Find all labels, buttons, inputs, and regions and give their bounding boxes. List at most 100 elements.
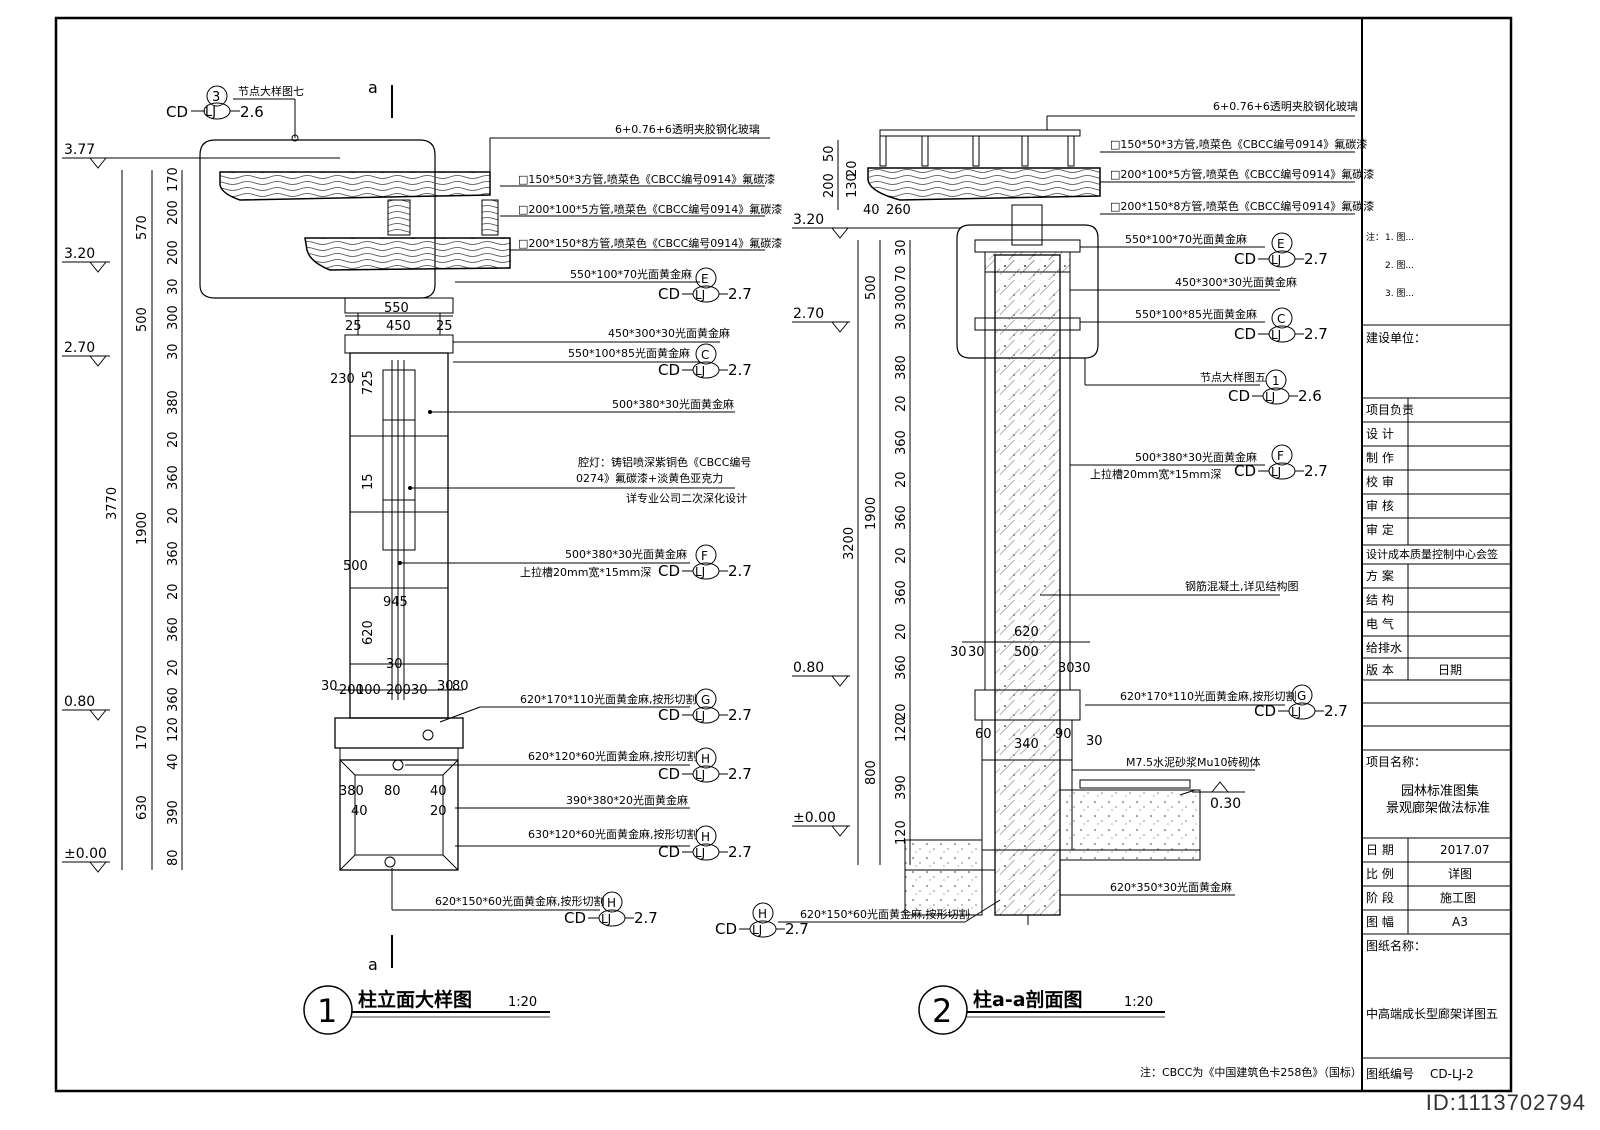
svg-text:620: 620 — [1014, 625, 1039, 640]
svg-text:20: 20 — [166, 583, 181, 600]
svg-text:LJ: LJ — [601, 912, 611, 926]
svg-text:620*150*60光面黄金麻,按形切割: 620*150*60光面黄金麻,按形切割 — [435, 894, 604, 908]
svg-text:80: 80 — [452, 679, 469, 694]
svg-text:E: E — [1277, 237, 1285, 251]
svg-text:2.7: 2.7 — [1304, 250, 1328, 268]
svg-text:CD: CD — [1234, 462, 1256, 480]
svg-text:G: G — [701, 693, 710, 707]
svg-text:2.70: 2.70 — [793, 306, 824, 322]
svg-text:500*380*30光面黄金麻: 500*380*30光面黄金麻 — [612, 397, 734, 411]
section-level-marks: 3.20 2.70 0.80 ±0.00 0.30 — [792, 212, 1245, 837]
svg-text:20: 20 — [166, 507, 181, 524]
svg-text:200: 200 — [822, 173, 837, 198]
svg-text:25: 25 — [436, 319, 453, 334]
svg-text:360: 360 — [166, 541, 181, 566]
svg-text:CD: CD — [658, 765, 680, 783]
svg-text:园林标准图集: 园林标准图集 — [1401, 783, 1479, 799]
svg-text:550*100*70光面黄金麻: 550*100*70光面黄金麻 — [570, 267, 692, 281]
svg-text:0.80: 0.80 — [64, 694, 95, 710]
svg-text:比 例: 比 例 — [1366, 867, 1394, 881]
svg-text:2.7: 2.7 — [728, 765, 752, 783]
title-block: 注： 1. 图... 2. 图... 3. 图... 建设单位： 项目负责 设 … — [1362, 231, 1511, 1081]
footnote: 注：CBCC为《中国建筑色卡258色》（国标） — [1140, 1065, 1362, 1079]
column-section-drawing: 3.20 2.70 0.80 ±0.00 0.30 50 200 130 20 … — [715, 99, 1374, 1035]
svg-text:结 构: 结 构 — [1366, 592, 1394, 607]
svg-text:500: 500 — [343, 559, 368, 574]
svg-text:30: 30 — [1086, 734, 1103, 749]
svg-text:F: F — [1277, 449, 1284, 463]
svg-text:620*170*110光面黄金麻,按形切割: 620*170*110光面黄金麻,按形切割 — [520, 692, 696, 706]
svg-text:CD: CD — [658, 706, 680, 724]
svg-text:1:20: 1:20 — [508, 995, 537, 1010]
svg-text:30: 30 — [1058, 661, 1075, 676]
svg-text:450*300*30光面黄金麻: 450*300*30光面黄金麻 — [1175, 275, 1297, 289]
svg-text:图纸名称：: 图纸名称： — [1366, 938, 1426, 953]
svg-text:570: 570 — [135, 215, 150, 240]
svg-text:2.6: 2.6 — [240, 103, 264, 121]
svg-text:CD: CD — [564, 909, 586, 927]
vertical-dimensions: 3770 570 500 1900 170 630 170 200 200 30… — [105, 167, 183, 870]
svg-text:电 气: 电 气 — [1366, 616, 1394, 631]
svg-text:CD: CD — [1234, 250, 1256, 268]
svg-text:景观廊架做法标准: 景观廊架做法标准 — [1386, 800, 1490, 816]
svg-text:20: 20 — [894, 623, 909, 640]
svg-text:2.7: 2.7 — [728, 843, 752, 861]
svg-text:版 本: 版 本 — [1366, 663, 1394, 677]
svg-text:80: 80 — [166, 849, 181, 866]
svg-text:6+0.76+6透明夹胶钢化玻璃: 6+0.76+6透明夹胶钢化玻璃 — [615, 122, 760, 136]
svg-text:390: 390 — [166, 800, 181, 825]
svg-text:300: 300 — [166, 305, 181, 330]
svg-text:2.7: 2.7 — [634, 909, 658, 927]
svg-text:550*100*85光面黄金麻: 550*100*85光面黄金麻 — [1135, 307, 1257, 321]
svg-text:100: 100 — [356, 683, 381, 698]
svg-text:H: H — [701, 830, 710, 844]
svg-text:上拉槽20mm宽*15mm深: 上拉槽20mm宽*15mm深 — [520, 565, 651, 579]
svg-text:360: 360 — [894, 655, 909, 680]
svg-text:20: 20 — [894, 395, 909, 412]
svg-text:390*380*20光面黄金麻: 390*380*20光面黄金麻 — [566, 793, 688, 807]
upper-beam — [219, 171, 511, 271]
svg-text:2.7: 2.7 — [785, 920, 809, 938]
svg-text:项目负责: 项目负责 — [1366, 403, 1414, 417]
svg-text:2.7: 2.7 — [728, 706, 752, 724]
svg-text:LJ: LJ — [695, 846, 705, 860]
svg-text:630*120*60光面黄金麻,按形切割: 630*120*60光面黄金麻,按形切割 — [528, 827, 697, 841]
svg-text:节点大样图五: 节点大样图五 — [1200, 370, 1266, 384]
svg-text:CD: CD — [1228, 387, 1250, 405]
svg-text:3: 3 — [212, 90, 220, 105]
svg-text:□200*150*8方管,喷菜色《CBCC编号0914》氟碳: □200*150*8方管,喷菜色《CBCC编号0914》氟碳漆 — [518, 236, 782, 250]
svg-text:M7.5水泥砂浆Mu10砖砌体: M7.5水泥砂浆Mu10砖砌体 — [1126, 755, 1260, 769]
svg-text:中高端成长型廊架详图五: 中高端成长型廊架详图五 — [1366, 1006, 1498, 1021]
svg-text:550*100*70光面黄金麻: 550*100*70光面黄金麻 — [1125, 232, 1247, 246]
svg-text:20: 20 — [430, 804, 447, 819]
svg-text:方 案: 方 案 — [1366, 568, 1394, 583]
svg-text:节点大样图七: 节点大样图七 — [238, 84, 304, 98]
svg-text:450: 450 — [386, 319, 411, 334]
svg-text:3. 图...: 3. 图... — [1385, 288, 1414, 299]
drawing-title-2: 2 柱a-a剖面图 1:20 — [918, 985, 1165, 1035]
svg-text:620*350*30光面黄金麻: 620*350*30光面黄金麻 — [1110, 880, 1232, 894]
svg-text:2017.07: 2017.07 — [1440, 843, 1490, 857]
svg-text:30: 30 — [166, 278, 181, 295]
watermark-id: ID:1113702794 — [1425, 1090, 1586, 1115]
svg-text:□150*50*3方管,喷菜色《CBCC编号0914》氟碳漆: □150*50*3方管,喷菜色《CBCC编号0914》氟碳漆 — [518, 172, 775, 186]
sheet-border — [54, 16, 1513, 1093]
svg-text:20: 20 — [166, 431, 181, 448]
svg-text:3770: 3770 — [105, 487, 120, 520]
svg-text:图 幅: 图 幅 — [1366, 914, 1394, 929]
svg-text:500: 500 — [864, 275, 879, 300]
svg-text:CD: CD — [658, 562, 680, 580]
svg-text:450*300*30光面黄金麻: 450*300*30光面黄金麻 — [608, 326, 730, 340]
svg-text:项目名称：: 项目名称： — [1366, 754, 1426, 769]
svg-text:LJ: LJ — [695, 364, 705, 378]
svg-text:170: 170 — [166, 167, 181, 192]
svg-text:30: 30 — [968, 645, 985, 660]
svg-text:柱立面大样图: 柱立面大样图 — [358, 988, 472, 1011]
svg-text:30: 30 — [386, 657, 403, 672]
svg-text:3200: 3200 — [842, 527, 857, 560]
svg-text:阶 段: 阶 段 — [1366, 890, 1394, 905]
section-vertical-dimensions: 50 200 130 20 40 260 3200 500 1900 800 3… — [822, 140, 911, 865]
svg-text:2.70: 2.70 — [64, 340, 95, 356]
